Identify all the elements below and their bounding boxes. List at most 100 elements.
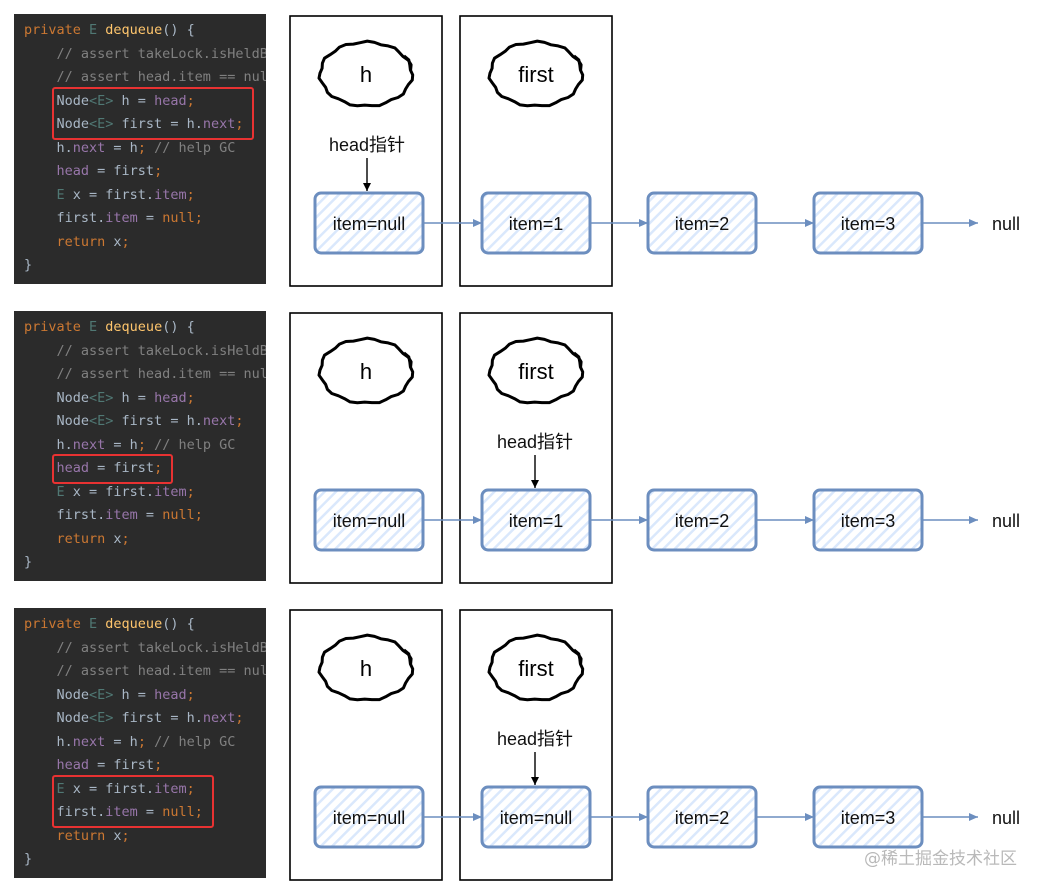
code-token: first. <box>24 804 106 820</box>
code-token: ; <box>235 116 244 132</box>
code-token: ; <box>186 686 195 703</box>
code-highlight-box <box>52 86 255 140</box>
code-token: private <box>24 616 90 632</box>
tail-null-label: null <box>992 214 1020 234</box>
code-token: first = h. <box>113 413 203 429</box>
code-token: first = h. <box>113 710 203 726</box>
code-line: // assert head.item == null; <box>24 66 267 89</box>
code-token: E <box>56 780 65 797</box>
code-token: } <box>24 257 33 273</box>
code-token: next <box>72 139 106 156</box>
column-frame <box>459 312 613 584</box>
code-token: = h <box>105 436 138 453</box>
code-line: return x; <box>24 825 130 848</box>
code-token: // assert head.item == null; <box>24 69 267 85</box>
code-token: first = h. <box>113 116 203 132</box>
code-token: } <box>24 851 33 867</box>
variable-label: h <box>360 359 372 384</box>
node-label: item=null <box>500 808 573 828</box>
code-token: ; <box>235 413 244 429</box>
code-token: Node <box>24 686 90 703</box>
code-token: item <box>105 804 138 820</box>
code-token: } <box>24 554 33 570</box>
code-line: E x = first.item; <box>24 184 195 207</box>
code-token: = h <box>105 733 138 750</box>
code-token: x = first. <box>64 186 155 203</box>
code-panel: private E dequeue() { // assert takeLock… <box>14 311 266 581</box>
code-token: <E> <box>89 92 114 109</box>
code-token: next <box>72 436 106 453</box>
code-token: <E> <box>89 116 114 132</box>
code-token: h = <box>113 389 155 406</box>
code-token: = first <box>89 757 155 773</box>
code-token: h. <box>24 733 73 750</box>
code-token: ; <box>154 163 163 179</box>
code-token: <E> <box>89 389 114 406</box>
code-token: head <box>56 163 90 179</box>
code-line: // assert head.item == null; <box>24 660 267 683</box>
head-pointer-label: head指针 <box>329 135 405 155</box>
code-line: first.item = null; <box>24 504 203 527</box>
code-token: item <box>154 483 187 500</box>
code-token: E <box>56 186 65 203</box>
code-token: head <box>56 460 90 476</box>
node-label: item=null <box>333 214 406 234</box>
code-token: h. <box>24 436 73 453</box>
variable-label: first <box>518 656 553 681</box>
node-label: item=null <box>333 808 406 828</box>
code-line: } <box>24 254 32 277</box>
code-line: first.item = null; <box>24 207 203 230</box>
code-token: x <box>113 530 122 547</box>
code-token: next <box>202 710 236 726</box>
column-frame <box>459 609 613 881</box>
code-line: first.item = null; <box>24 801 203 824</box>
code-line: Node<E> h = head; <box>24 684 195 707</box>
code-token: // help GC <box>145 436 236 453</box>
code-token: ; <box>121 233 130 250</box>
code-token: E <box>89 22 106 38</box>
code-line: return x; <box>24 528 130 551</box>
code-line: // assert head.item == null; <box>24 363 267 386</box>
code-token: ; <box>186 92 195 109</box>
code-token: ; <box>235 710 244 726</box>
code-token: // help GC <box>145 139 236 156</box>
column-frame <box>289 609 443 881</box>
code-line: } <box>24 848 32 871</box>
code-token: = <box>137 804 163 820</box>
code-token: () { <box>162 319 195 335</box>
head-pointer-label: head指针 <box>497 432 573 452</box>
code-token: ; <box>186 483 195 500</box>
code-token: return <box>24 233 114 250</box>
code-token: ; <box>121 827 130 844</box>
code-token: = <box>137 210 163 226</box>
node-label: item=3 <box>841 214 896 234</box>
code-token: head <box>154 92 187 109</box>
code-line: h.next = h; // help GC <box>24 137 236 160</box>
code-token: item <box>154 186 187 203</box>
head-pointer-label: head指针 <box>497 729 573 749</box>
code-token: // assert takeLock.isHeldByCurrentThread… <box>56 342 267 359</box>
code-token: // assert takeLock.isHeldByCurrentThread… <box>56 45 267 62</box>
code-token: null; <box>162 804 203 820</box>
code-token: first. <box>24 507 106 523</box>
code-line: Node<E> first = h.next; <box>24 707 244 730</box>
code-token: <E> <box>89 413 114 429</box>
code-token: item <box>105 507 138 523</box>
node-label: item=2 <box>675 808 730 828</box>
code-token: dequeue <box>105 22 163 38</box>
code-highlight-box <box>52 774 214 828</box>
code-line: private E dequeue() { <box>24 316 195 339</box>
code-token: x <box>113 827 122 844</box>
node-label: item=2 <box>675 511 730 531</box>
code-token: dequeue <box>105 616 163 632</box>
code-panel: private E dequeue() { // assert takeLock… <box>14 14 266 284</box>
variable-label: h <box>360 62 372 87</box>
variable-ellipse <box>487 633 585 702</box>
code-token: // assert head.item == null; <box>24 366 267 382</box>
code-token: ; <box>154 757 163 773</box>
code-line: return x; <box>24 231 130 254</box>
code-line: // assert takeLock.isHeldByCurrentThread… <box>24 43 267 66</box>
code-token: x = first. <box>64 483 155 500</box>
tail-null-label: null <box>992 511 1020 531</box>
